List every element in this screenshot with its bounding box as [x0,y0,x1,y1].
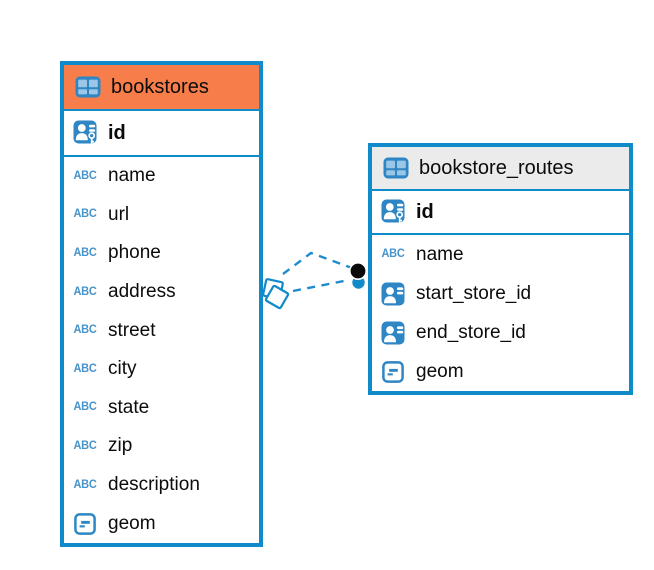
geometry-type-icon [72,512,98,535]
relationship-source-marker-diamonds[interactable] [262,278,290,310]
column-row-pk[interactable]: id [64,111,259,157]
column-row[interactable]: ABC name [372,235,629,274]
column-name: zip [108,435,133,457]
column-row[interactable]: geom [372,352,629,391]
text-type-icon: ABC [73,169,97,183]
column-row[interactable]: start_store_id [372,274,629,313]
column-row[interactable]: ABC state [64,389,259,428]
primary-key-icon [380,199,406,225]
primary-key-icon [72,120,98,146]
column-name: start_store_id [416,282,532,304]
table-icon [75,76,101,98]
table-bookstores-header[interactable]: bookstores [64,65,259,111]
table-icon [383,157,409,179]
relationship-target-marker-circles[interactable] [348,261,367,290]
foreign-key-icon [380,282,406,306]
geometry-type-icon [380,360,406,383]
table-title: bookstore_routes [419,156,574,179]
column-row-pk[interactable]: id [372,191,629,235]
table-title: bookstores [111,75,209,98]
column-row[interactable]: geom [64,504,259,543]
column-row[interactable]: ABC name [64,157,259,196]
table-bookstore-routes-header[interactable]: bookstore_routes [372,147,629,191]
column-row[interactable]: ABC address [64,273,259,312]
text-type-icon: ABC [73,401,97,414]
column-name: name [108,165,156,187]
column-name: state [108,396,150,418]
column-row[interactable]: end_store_id [372,313,629,352]
column-name: id [416,200,434,223]
text-type-icon: ABC [381,247,405,261]
column-name: geom [416,360,464,382]
text-type-icon: ABC [73,323,97,337]
foreign-key-icon [380,321,406,345]
column-row[interactable]: ABC street [64,311,259,350]
column-name: city [108,358,137,380]
column-row[interactable]: ABC description [64,466,259,505]
column-name: url [108,203,130,225]
text-type-icon: ABC [73,246,97,260]
column-name: address [108,281,176,303]
column-name: street [108,319,156,341]
column-name: id [108,121,126,144]
text-type-icon: ABC [73,478,97,491]
column-name: end_store_id [416,321,526,343]
column-row[interactable]: ABC url [64,196,259,235]
table-bookstores[interactable]: bookstores id ABC name A [60,61,263,547]
text-type-icon: ABC [73,439,97,453]
relationship-line-lower[interactable] [292,278,350,293]
column-name: geom [108,512,156,534]
text-type-icon: ABC [73,208,97,221]
relationship-line-upper[interactable] [282,251,353,275]
column-name: phone [108,242,161,264]
text-type-icon: ABC [73,285,97,298]
column-row[interactable]: ABC phone [64,234,259,273]
column-row[interactable]: ABC zip [64,427,259,466]
column-name: name [416,243,464,265]
table-bookstore-routes[interactable]: bookstore_routes id ABC name [368,143,633,395]
column-row[interactable]: ABC city [64,350,259,389]
column-name: description [108,474,200,496]
text-type-icon: ABC [73,362,97,376]
